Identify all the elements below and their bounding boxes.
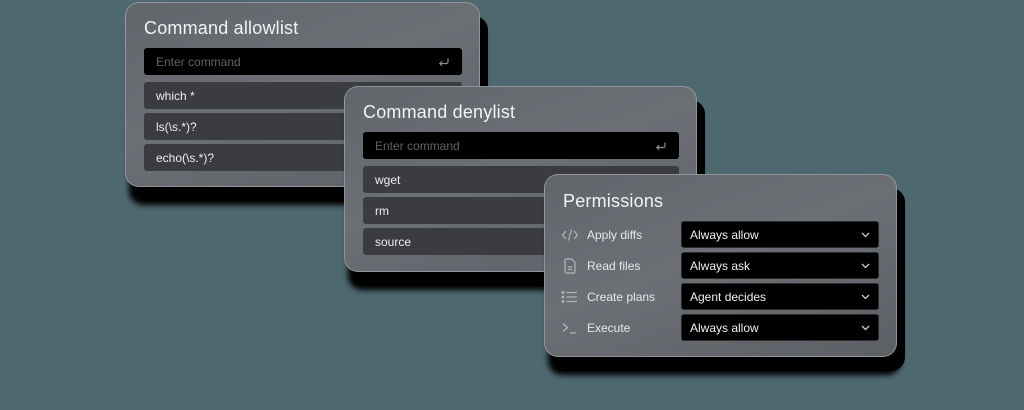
permission-select-value: Always ask	[690, 258, 751, 273]
denylist-command-input[interactable]: Enter command	[363, 132, 679, 159]
file-icon	[561, 257, 579, 274]
permission-row-apply-diffs: Apply diffs Always allow	[561, 221, 879, 248]
enter-return-icon[interactable]	[655, 141, 667, 151]
permission-row-read-files: Read files Always ask	[561, 252, 879, 279]
permission-select-apply-diffs[interactable]: Always allow	[681, 221, 879, 248]
permission-select-execute[interactable]: Always allow	[681, 314, 879, 341]
allowlist-title: Command allowlist	[144, 18, 299, 38]
permission-row-execute: Execute Always allow	[561, 314, 879, 341]
enter-return-icon[interactable]	[438, 57, 450, 67]
permission-select-value: Always allow	[690, 227, 759, 242]
permissions-title: Permissions	[563, 191, 664, 211]
denylist-input-placeholder: Enter command	[375, 138, 460, 153]
chevron-down-icon	[861, 263, 870, 268]
chevron-down-icon	[861, 232, 870, 237]
denylist-item-text: rm	[375, 203, 389, 218]
permission-label: Read files	[587, 258, 641, 273]
allowlist-item-text: ls(\s.*)?	[156, 119, 197, 134]
allowlist-item-text: which *	[156, 88, 195, 103]
permission-select-value: Agent decides	[690, 289, 767, 304]
denylist-item-text: wget	[375, 172, 401, 187]
chevron-down-icon	[861, 325, 870, 330]
permission-label: Execute	[587, 320, 631, 335]
chevron-down-icon	[861, 294, 870, 299]
permission-select-create-plans[interactable]: Agent decides	[681, 283, 879, 310]
permission-select-value: Always allow	[690, 320, 759, 335]
permissions-card: Permissions Apply diffs Always allow Rea…	[544, 174, 897, 357]
code-icon	[561, 227, 579, 243]
denylist-item-text: source	[375, 234, 412, 249]
permission-row-create-plans: Create plans Agent decides	[561, 283, 879, 310]
allowlist-command-input[interactable]: Enter command	[144, 48, 462, 75]
denylist-title: Command denylist	[363, 102, 516, 122]
allowlist-item-text: echo(\s.*)?	[156, 150, 215, 165]
permission-select-read-files[interactable]: Always ask	[681, 252, 879, 279]
allowlist-input-placeholder: Enter command	[156, 54, 241, 69]
terminal-icon	[561, 320, 579, 336]
permission-label: Create plans	[587, 289, 656, 304]
permission-label: Apply diffs	[587, 227, 643, 242]
list-icon	[561, 289, 579, 305]
